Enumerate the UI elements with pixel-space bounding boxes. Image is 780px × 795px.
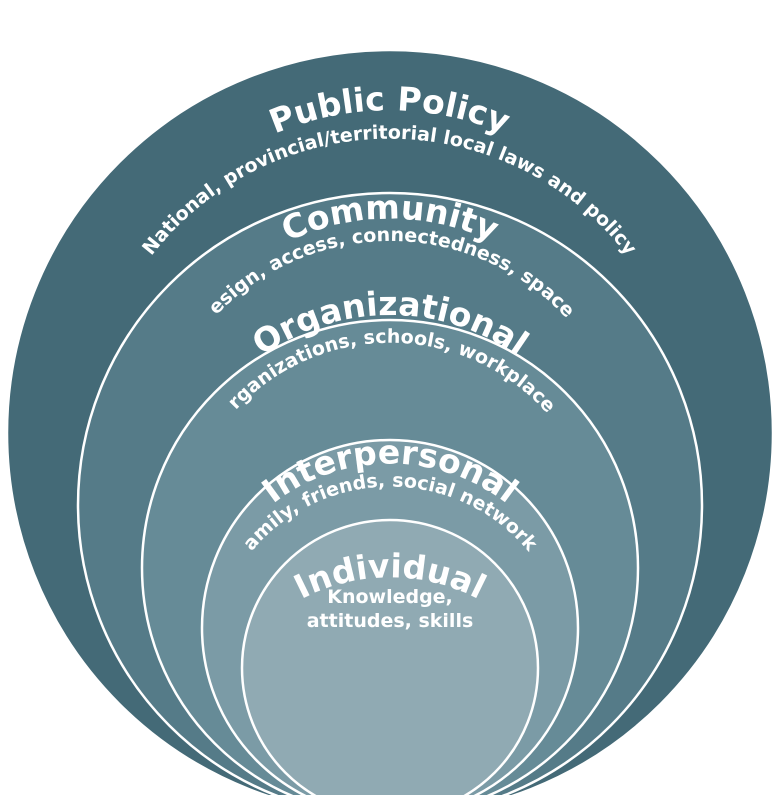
individual-subtitle-line-2: attitudes, skills [307,610,474,632]
individual-subtitle-line-1: Knowledge, [327,586,453,608]
ring-individual [240,518,540,795]
